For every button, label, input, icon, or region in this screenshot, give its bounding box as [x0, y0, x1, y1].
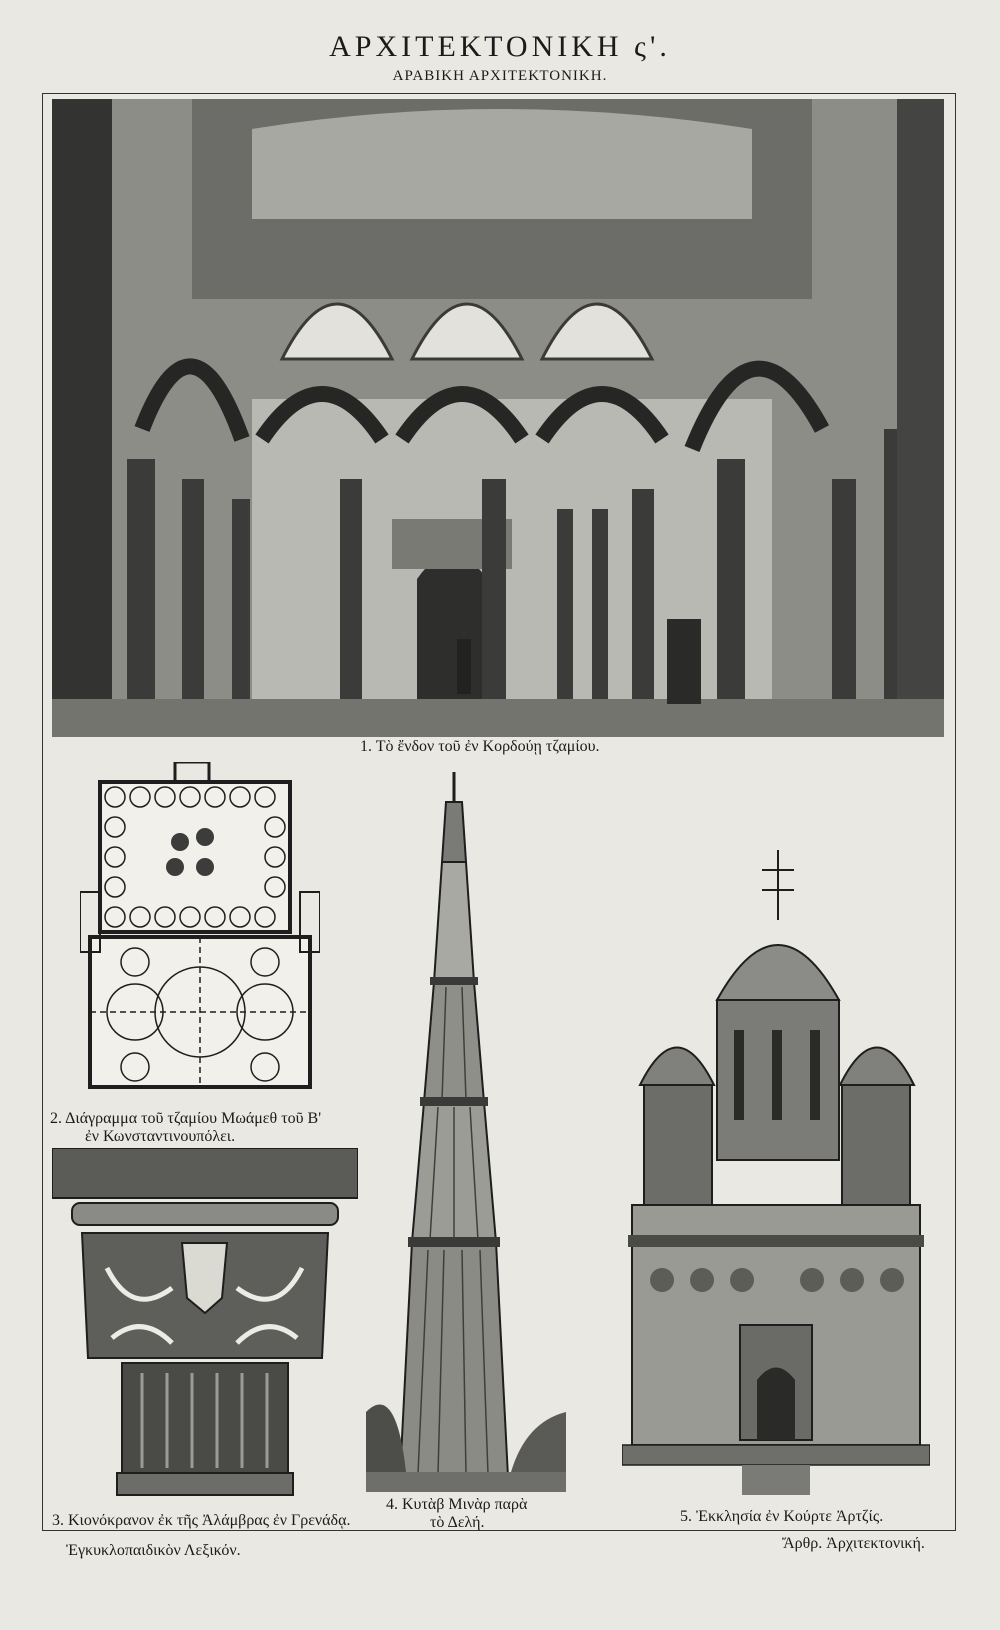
- figure-3-alhambra-capital: [52, 1148, 358, 1510]
- footer-publication-name: Ἐγκυκλοπαιδικὸν Λεξικόν.: [66, 1542, 241, 1559]
- cordoba-interior-engraving: [52, 99, 944, 737]
- figure-1-caption: 1. Τὸ ἔνδον τοῦ ἐν Κορδούῃ τζαμίου.: [360, 738, 600, 755]
- figure-5-caption: 5. Ἐκκλησία ἐν Κούρτε Ἀρτζίς.: [680, 1508, 884, 1525]
- curtea-arges-church-drawing: [622, 850, 930, 1495]
- figure-2-caption-line-2: ἐν Κωνσταντινουπόλει.: [85, 1128, 236, 1145]
- qutb-minar-drawing: [366, 772, 566, 1492]
- figure-2-caption-line-1: 2. Διάγραμμα τοῦ τζαμίου Μωάμεθ τοῦ Β': [50, 1110, 322, 1127]
- footer-article-reference: Ἄρθρ. Ἀρχιτεκτονική.: [782, 1535, 925, 1552]
- plate-frame: [42, 93, 956, 1531]
- figure-4-caption-line-2: τὸ Δελή.: [430, 1514, 485, 1531]
- figure-2-mosque-plan: [80, 762, 320, 1107]
- figure-3-caption: 3. Κιονόκρανον ἐκ τῆς Ἀλάμβρας ἐν Γρενάδ…: [52, 1512, 351, 1529]
- figure-5-curtea-arges-church: [622, 850, 930, 1500]
- alhambra-capital-drawing: [52, 1148, 358, 1496]
- mosque-plan-drawing: [80, 762, 320, 1089]
- figure-4-caption-line-1: 4. Κυτὰβ Μινὰρ παρὰ: [386, 1496, 528, 1513]
- plate-title: ΑΡΧΙΤΕΚΤΟΝΙΚΗ ς'.: [329, 30, 671, 63]
- figure-1-cordoba-interior: [52, 99, 944, 737]
- plate-subtitle: ΑΡΑΒΙΚΗ ΑΡΧΙΤΕΚΤΟΝΙΚΗ.: [392, 68, 608, 84]
- figure-4-qutb-minar: [366, 772, 566, 1492]
